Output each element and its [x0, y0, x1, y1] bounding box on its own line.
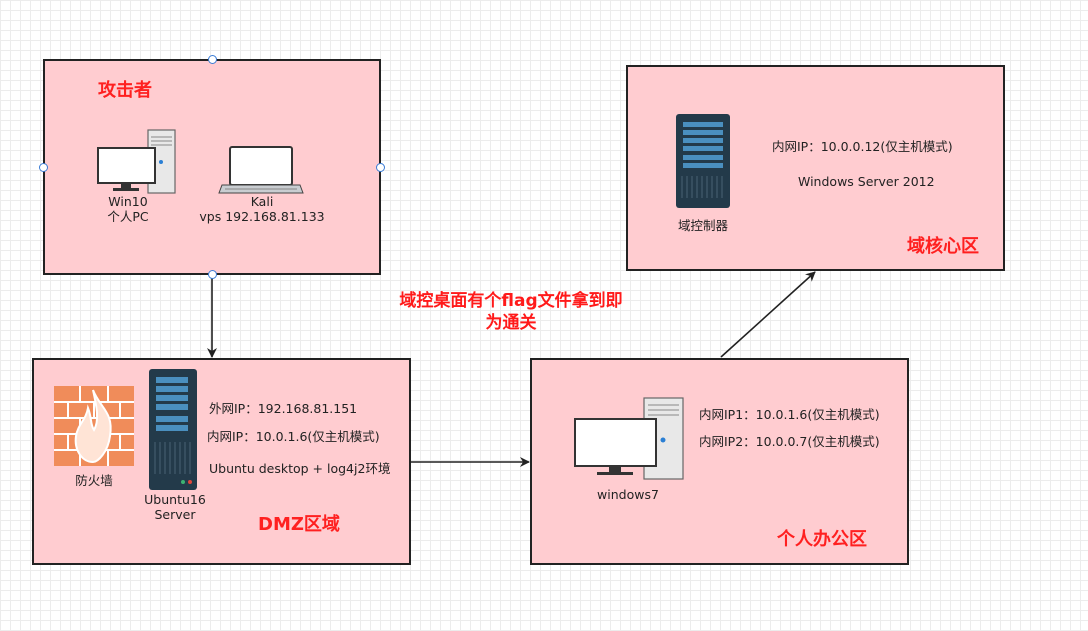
ubuntu-server-name: Ubuntu16: [144, 492, 206, 507]
ubuntu-server-sub: Server: [154, 507, 196, 522]
goal-note: 域控桌面有个flag文件拿到即 为通关: [380, 290, 642, 334]
selection-handle-left[interactable]: [39, 163, 48, 172]
win10-sub: 个人PC: [107, 209, 149, 224]
dmz-zone-title: DMZ区域: [258, 514, 340, 535]
attacker-zone-title: 攻击者: [98, 80, 152, 101]
office-zone-title: 个人办公区: [777, 529, 867, 550]
selection-handle-right[interactable]: [376, 163, 385, 172]
core-inner-ip: 内网IP：10.0.0.12(仅主机模式): [772, 139, 953, 154]
windows7-label: windows7: [597, 487, 659, 502]
dmz-inner-ip: 内网IP：10.0.1.6(仅主机模式): [207, 429, 380, 444]
office-ip1: 内网IP1：10.0.1.6(仅主机模式): [699, 407, 880, 422]
selection-handle-top[interactable]: [208, 55, 217, 64]
firewall-label: 防火墙: [75, 473, 113, 488]
domain-controller-label: 域控制器: [677, 218, 728, 233]
office-ip2: 内网IP2：10.0.0.7(仅主机模式): [699, 434, 880, 449]
win10-name: Win10: [108, 194, 148, 209]
dmz-service: Ubuntu desktop + log4j2环境: [209, 461, 391, 476]
selection-handle-bottom[interactable]: [208, 270, 217, 279]
goal-note-line2: 为通关: [485, 313, 537, 333]
core-os: Windows Server 2012: [798, 174, 935, 189]
core-zone-title: 域核心区: [907, 236, 979, 257]
goal-note-line1: 域控桌面有个flag文件拿到即: [399, 291, 623, 311]
dmz-outer-ip: 外网IP：192.168.81.151: [209, 401, 358, 416]
kali-sub: vps 192.168.81.133: [199, 209, 325, 224]
kali-name: Kali: [250, 194, 274, 209]
arrow-office-to-core: [720, 271, 816, 358]
